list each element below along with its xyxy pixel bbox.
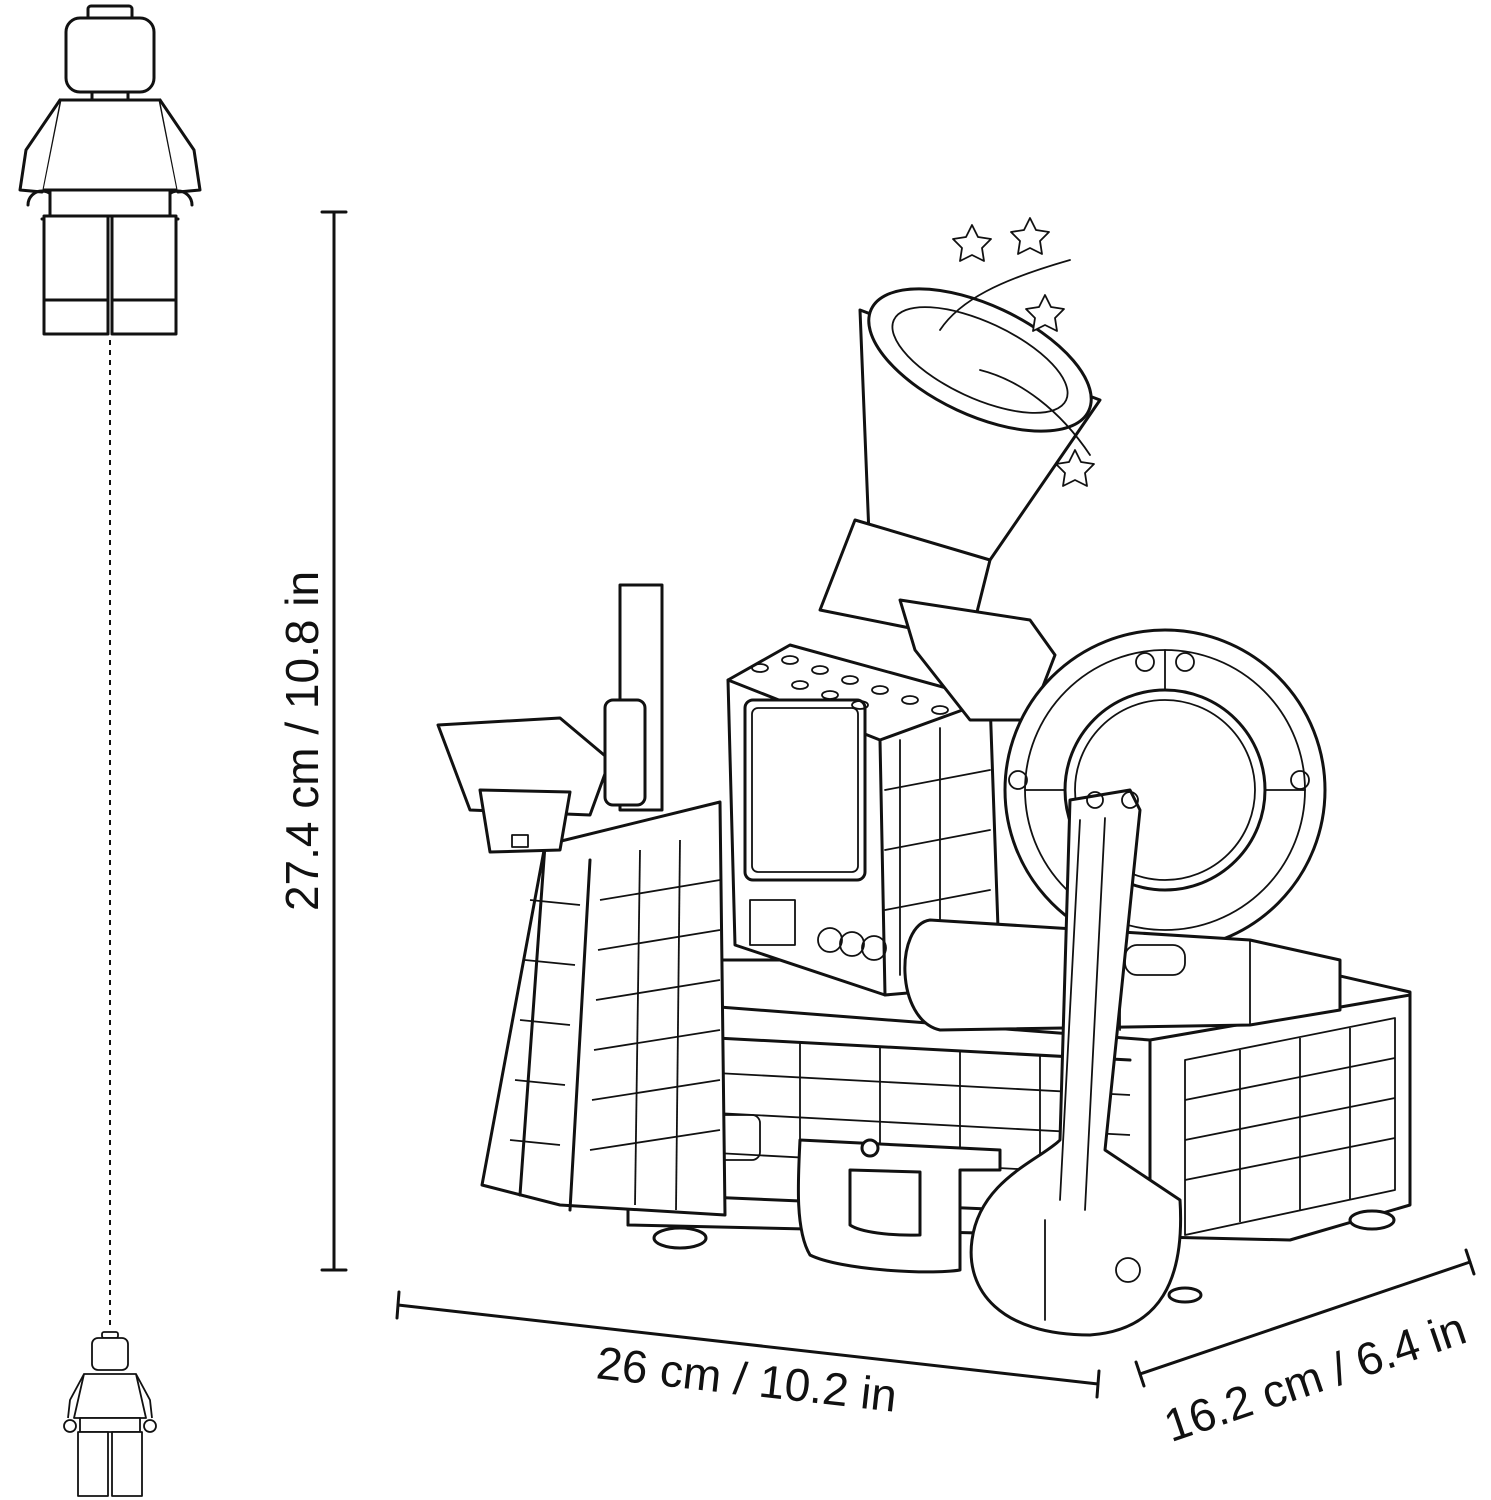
small-minifigure-icon (63, 1331, 157, 1497)
depth-label: 16.2 cm / 6.4 in (1158, 1302, 1473, 1452)
depth-dimension-line (1134, 1248, 1476, 1388)
tv-studs (751, 655, 949, 715)
guitar-icon (969, 788, 1183, 1337)
book-stack-pattern (509, 839, 721, 1211)
height-dimension-line (320, 210, 348, 1272)
base-feet (652, 1209, 1396, 1304)
desk-lamp-icon (436, 583, 664, 854)
height-label: 27.4 cm / 10.8 in (276, 571, 328, 911)
round-mirror-icon (1003, 628, 1327, 952)
width-label: 26 cm / 10.2 in (594, 1336, 900, 1421)
width-dimension-line (395, 1290, 1101, 1399)
cone-hat-icon (818, 259, 1102, 642)
book-stack-icon (480, 800, 727, 1217)
star-icon (952, 217, 1095, 487)
case-handle-icon (796, 1138, 1002, 1274)
model-drawing (436, 217, 1412, 1337)
tv-icon (726, 643, 1002, 997)
large-minifigure-icon (18, 4, 202, 336)
